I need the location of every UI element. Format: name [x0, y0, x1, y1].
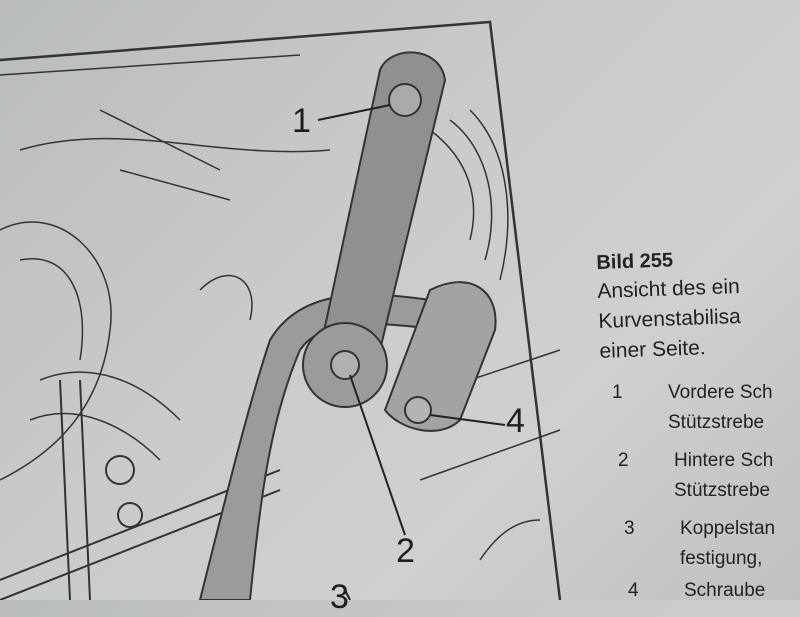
callout-2: 2: [396, 532, 415, 570]
support-strut: [318, 51, 447, 351]
leader-line-2: [349, 374, 406, 536]
legend-text: festigung,: [680, 548, 763, 569]
leader-line-4: [429, 414, 506, 426]
coupling-bracket: [383, 281, 497, 432]
legend-text: Stützstrebe: [674, 480, 771, 501]
legend-number: 2: [618, 450, 629, 471]
callout-1: 1: [292, 102, 311, 140]
caption-line: einer Seite.: [599, 336, 707, 363]
bolt-4: [404, 396, 432, 424]
legend-text: Hintere Sch: [674, 450, 774, 471]
caption-line: Kurvenstabilisa: [598, 304, 742, 333]
legend-text: Koppelstan: [680, 518, 776, 539]
bolt-1: [388, 83, 422, 117]
callout-3: 3: [330, 578, 349, 616]
legend-number: 4: [628, 580, 639, 601]
leader-line-3: [344, 589, 351, 600]
bolt-2: [330, 350, 360, 380]
callout-4: 4: [506, 402, 525, 440]
legend-text: Schraube: [684, 580, 766, 601]
legend-text: Vordere Sch: [668, 382, 773, 403]
figure-caption: Bild 255 Ansicht des ein Kurvenstabilisa…: [596, 247, 742, 367]
technical-illustration: [0, 20, 562, 600]
legend-text: Stützstrebe: [668, 412, 765, 433]
figure-frame: [0, 20, 562, 600]
legend-number: 3: [624, 518, 635, 539]
caption-title: Bild 255: [596, 249, 674, 274]
leader-line-1: [317, 104, 391, 121]
legend-number: 1: [612, 382, 623, 403]
